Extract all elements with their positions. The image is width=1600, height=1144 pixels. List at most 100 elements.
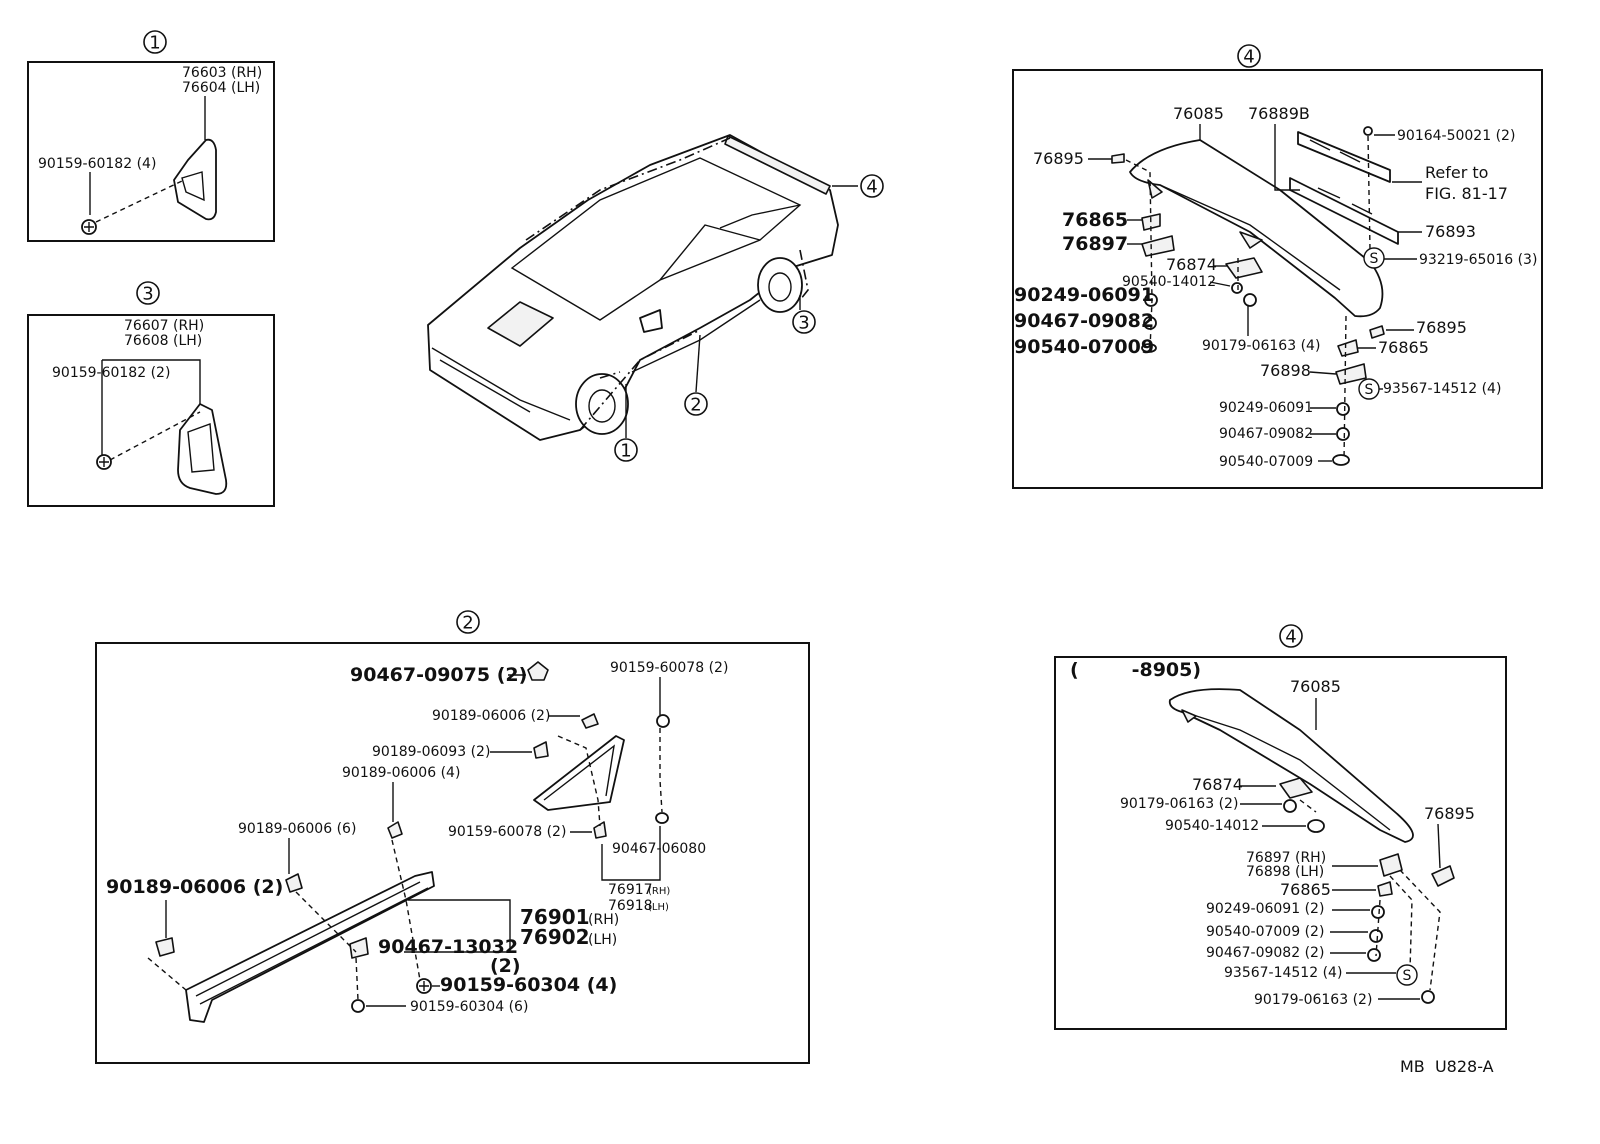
panel-3-frame [27,314,275,507]
part-number: 90189-06006 (6) [238,821,356,837]
part-number: 90189-06006 (2) [106,876,283,898]
screw-icon [96,454,112,470]
s-mark-icon: S [1396,964,1418,986]
part-number: 90540-07009 [1219,454,1313,470]
part-number: 90249-06091 [1014,284,1154,306]
panel-4-key-callout: 4 [1237,44,1261,68]
screw-icon [81,219,97,235]
part-number: 76607 (RH) [124,318,204,334]
svg-text:4: 4 [1285,627,1296,648]
part-number: 90467-13032 [378,936,518,958]
svg-text:2: 2 [462,613,473,634]
part-number: 90159-60182 (4) [38,156,156,172]
panel-3-key-callout: 3 [136,281,160,305]
panel-4b-key-callout: 4 [1279,624,1303,648]
part-side-label: (LH) [588,932,617,948]
part-number: 76902 [520,925,590,949]
part-number: 76893 [1425,222,1476,241]
svg-text:3: 3 [142,284,153,305]
part-number: 76865 [1062,209,1128,231]
clip-icon [155,937,175,957]
hood-vent-icon [487,301,554,347]
s-mark-icon: S [1363,247,1385,269]
part-number: 90540-07009 (2) [1206,924,1324,940]
svg-text:4: 4 [1243,47,1254,68]
part-number: 90179-06163 (4) [1202,338,1320,354]
rear-wheel-icon [757,257,803,313]
part-number: 90467-09082 (2) [1206,945,1324,961]
svg-text:4: 4 [866,177,877,198]
part-number: 76918 [608,898,653,914]
part-number: 90249-06091 (2) [1206,901,1324,917]
part-number: 76901 [520,905,590,929]
part-number: 90159-60182 (2) [52,365,170,381]
bracket-icon [1335,363,1367,385]
pad-icon [1431,865,1455,887]
panel-1-frame [27,61,275,242]
panel-1-key-callout: 1 [143,30,167,54]
overview-callout-2: 2 [684,392,708,416]
clip-icon [527,661,549,681]
part-number: 76874 [1192,775,1243,794]
svg-text:1: 1 [149,33,160,54]
part-number: 76898 (LH) [1246,864,1324,880]
part-number: 90179-06163 (2) [1120,796,1238,812]
panel-3-rear-mudguard: 3 76607 (RH) 76608 (LH) 90159-60182 (2) [27,281,275,507]
car-overview-illustration: 4 3 2 1 [427,134,884,462]
pad-icon [1225,257,1263,279]
part-number: 93567-14512 (4) [1383,381,1501,397]
part-number: 76603 (RH) [182,65,262,81]
part-number: 76085 [1290,677,1341,696]
part-number: 76895 [1416,318,1467,337]
part-number: 90467-09082 [1219,426,1313,442]
part-number: 90159-60304 (4) [440,974,617,996]
part-number: 90189-06093 (2) [372,744,490,760]
part-number: 93219-65016 (3) [1419,252,1537,268]
part-number: 76895 [1424,804,1475,823]
overview-callout-1: 1 [614,438,638,462]
svg-text:S: S [1365,382,1374,398]
reference-note: Refer to [1425,163,1488,182]
part-number: 76608 (LH) [124,333,202,349]
part-number: 76865 [1378,338,1429,357]
pad-icon [1279,777,1313,799]
part-number: 90249-06091 [1219,400,1313,416]
part-number: 76917 [608,882,653,898]
part-number: 93567-14512 (4) [1224,965,1342,981]
pad-icon [1111,153,1125,164]
pad-icon [1369,325,1385,339]
panel-4-rear-spoiler-8905: 4 ( -8905) S 76085 76874 90179-06163 (2)… [1054,624,1507,1030]
part-number: 90540-07009 [1014,336,1154,358]
panel-2-key-callout: 2 [456,610,480,634]
rocker-molding-part [185,871,435,1023]
panel-4b-frame [1054,656,1507,1030]
part-number: 76865 [1280,880,1331,899]
clip-icon [349,937,369,959]
part-number: 90159-60078 (2) [610,660,728,676]
panel-4-rear-spoiler: 4 S [1012,44,1543,489]
clip-icon [285,873,303,893]
part-number: 90540-14012 [1165,818,1259,834]
part-number: 76604 (LH) [182,80,260,96]
part-number: 76085 [1173,104,1224,123]
part-number: 76897 [1062,233,1128,255]
panel-4-frame [1012,69,1543,489]
rear-mudguard-part [177,403,228,495]
part-number: 76889B [1248,104,1310,123]
part-side-label: (RH) [648,886,670,897]
part-number: 76895 [1033,149,1084,168]
figure-code: MB U828-A [1400,1057,1494,1076]
overview-callout-3: 3 [792,310,816,334]
panel-1-front-mudguard: 1 76603 (RH) 76604 (LH) 90159-60182 (4) [27,30,275,242]
bracket-icon [1379,853,1403,877]
bracket-icon [1141,235,1175,257]
part-number: 76898 [1260,361,1311,380]
svg-text:S: S [1370,251,1379,267]
part-number: 90467-06080 [612,841,706,857]
part-quantity: (2) [490,955,521,977]
part-number: 76897 (RH) [1246,850,1326,866]
svg-text:S: S [1403,968,1412,984]
panel-2-frame [95,642,810,1064]
